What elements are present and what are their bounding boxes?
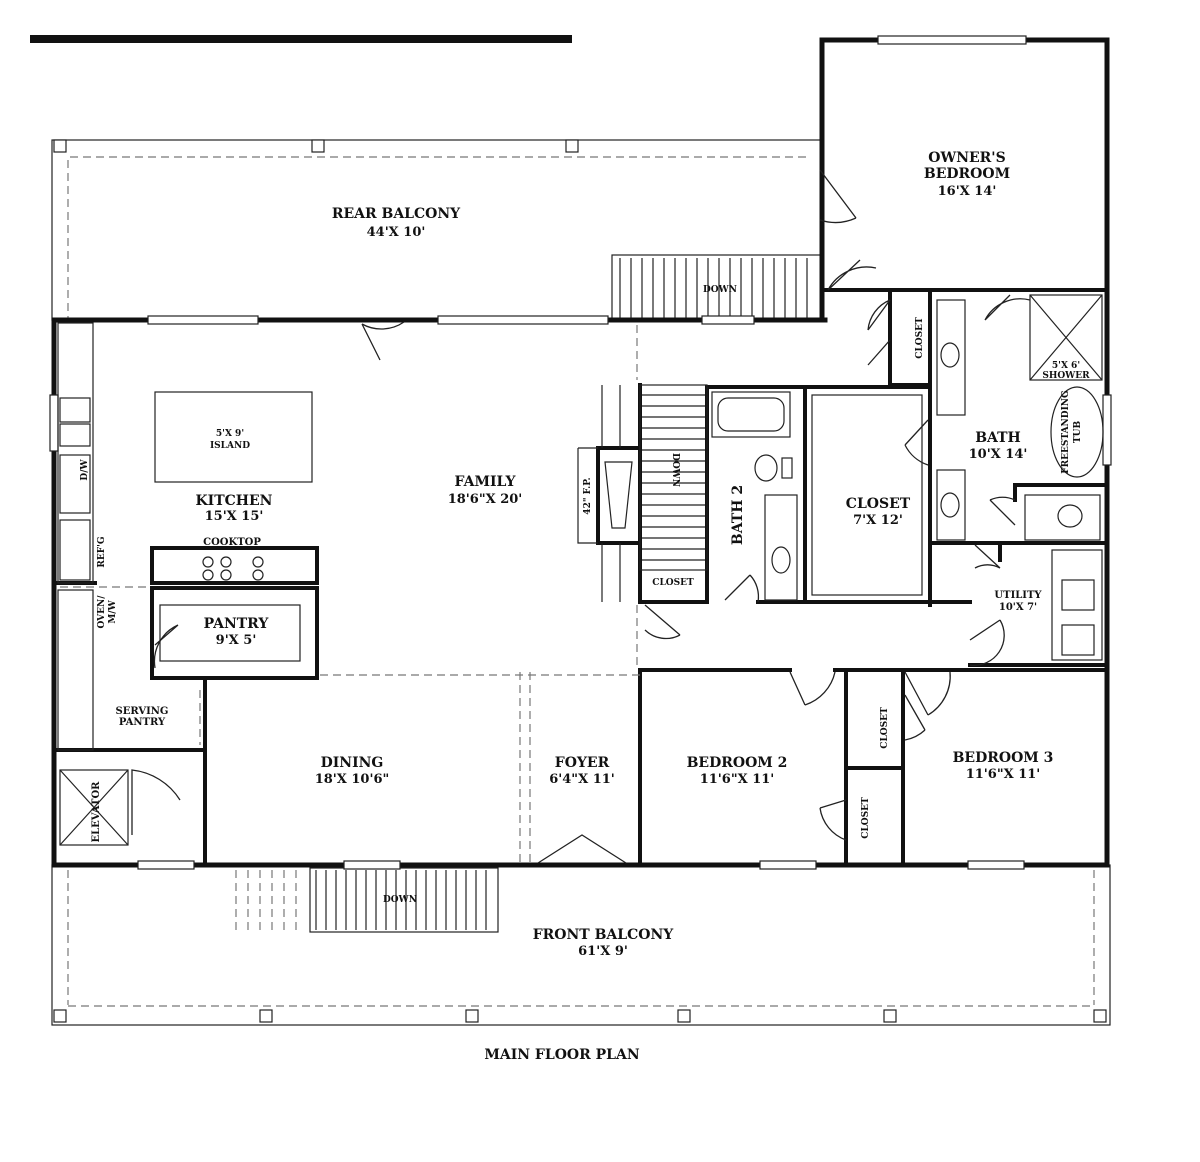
rear-stairs-down: DOWN: [703, 285, 737, 295]
bath2-name: BATH 2: [730, 485, 746, 545]
kitchen-name: KITCHEN: [196, 493, 273, 509]
rear-balcony-name: REAR BALCONY: [332, 206, 461, 222]
owners-bedroom-name2: BEDROOM: [924, 166, 1010, 182]
bath-dim: 10'X 14': [969, 447, 1028, 462]
post: [465, 1009, 479, 1023]
front-stairs-down: DOWN: [383, 895, 417, 905]
post: [1093, 1009, 1107, 1023]
utility-dim: 10'X 7': [999, 602, 1037, 613]
elevator: [59, 769, 181, 846]
windows: [49, 35, 1112, 870]
serving-pantry-name1: SERVING: [116, 706, 169, 717]
elevator-label: ELEVATOR: [91, 781, 102, 843]
post: [53, 139, 67, 153]
dw-label: D/W: [80, 459, 90, 481]
tub-label1: FREESTANDING: [1061, 390, 1071, 473]
post: [677, 1009, 691, 1023]
foyer-dim: 6'4"X 11': [549, 772, 615, 787]
owner-closet-label: CLOSET: [915, 317, 925, 359]
bedroom3-name: BEDROOM 3: [953, 750, 1054, 766]
rear-balcony-dim: 44'X 10': [367, 225, 426, 240]
plan-caption: MAIN FLOOR PLAN: [484, 1047, 639, 1063]
post: [53, 1009, 67, 1023]
post: [259, 1009, 273, 1023]
family-dim: 18'6"X 20': [448, 492, 523, 507]
bedroom3-dim: 11'6"X 11': [966, 767, 1041, 782]
mw-label: M/W: [108, 599, 118, 623]
front-balcony-name: FRONT BALCONY: [533, 927, 675, 943]
interior-stairs: [577, 384, 708, 602]
owners-bedroom-dim: 16'X 14': [938, 184, 997, 199]
foyer-name: FOYER: [555, 755, 610, 771]
fireplace-label: 42" F.P.: [583, 477, 593, 514]
owners-bedroom-name1: OWNER'S: [928, 150, 1005, 166]
tub-label2: TUB: [1073, 421, 1083, 444]
bedroom2-dim: 11'6"X 11': [700, 772, 775, 787]
serving-pantry-name2: PANTRY: [119, 717, 166, 728]
shower-size-label: 5'X 6': [1052, 361, 1080, 371]
title-bar: [30, 35, 572, 43]
shower-label: SHOWER: [1042, 371, 1090, 381]
island-dim: 5'X 9': [216, 429, 244, 439]
front-stairs: [235, 867, 499, 933]
kitchen-fixtures: [57, 322, 640, 862]
bed3-closet-label: CLOSET: [880, 707, 890, 749]
stair-closet-label: CLOSET: [652, 578, 694, 588]
bedroom2-name: BEDROOM 2: [687, 755, 788, 771]
bath-fixtures: [711, 294, 1104, 661]
post: [883, 1009, 897, 1023]
kitchen-dim: 15'X 15': [205, 509, 264, 524]
pantry-dim: 9'X 5': [216, 633, 257, 648]
bath-name: BATH: [975, 430, 1021, 446]
bed2-closet-label: CLOSET: [861, 797, 871, 839]
cooktop-label: COOKTOP: [203, 537, 261, 548]
family-name: FAMILY: [455, 474, 517, 490]
closet-main-name: CLOSET: [846, 496, 911, 512]
post: [311, 139, 325, 153]
pantry-name: PANTRY: [204, 616, 270, 632]
front-balcony-dim: 61'X 9': [578, 944, 628, 959]
oven-label: OVEN/: [97, 595, 107, 629]
interior-stairs-down: DOWN: [670, 453, 680, 487]
utility-name: UTILITY: [994, 590, 1042, 601]
closet-main-dim: 7'X 12': [853, 513, 903, 528]
island-name: ISLAND: [210, 441, 250, 451]
post: [565, 139, 579, 153]
doors: [153, 169, 1031, 864]
room-labels: REAR BALCONY 44'X 10' OWNER'S BEDROOM 16…: [80, 150, 1090, 959]
refg-label: REF'G: [97, 536, 107, 567]
dining-name: DINING: [321, 755, 384, 771]
dining-dim: 18'X 10'6": [315, 772, 390, 787]
